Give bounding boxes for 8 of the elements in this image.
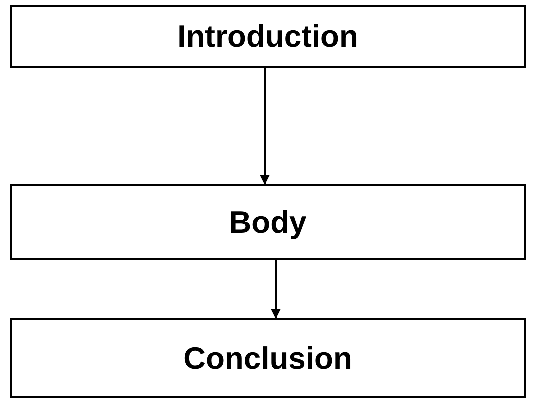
box-label: Conclusion [184, 342, 352, 374]
arrow [260, 68, 270, 185]
box-label: Introduction [178, 21, 358, 52]
arrow [271, 260, 281, 319]
process-box [10, 5, 526, 68]
process-box [10, 318, 526, 398]
process-box [10, 184, 526, 260]
box-label: Body [229, 206, 307, 238]
